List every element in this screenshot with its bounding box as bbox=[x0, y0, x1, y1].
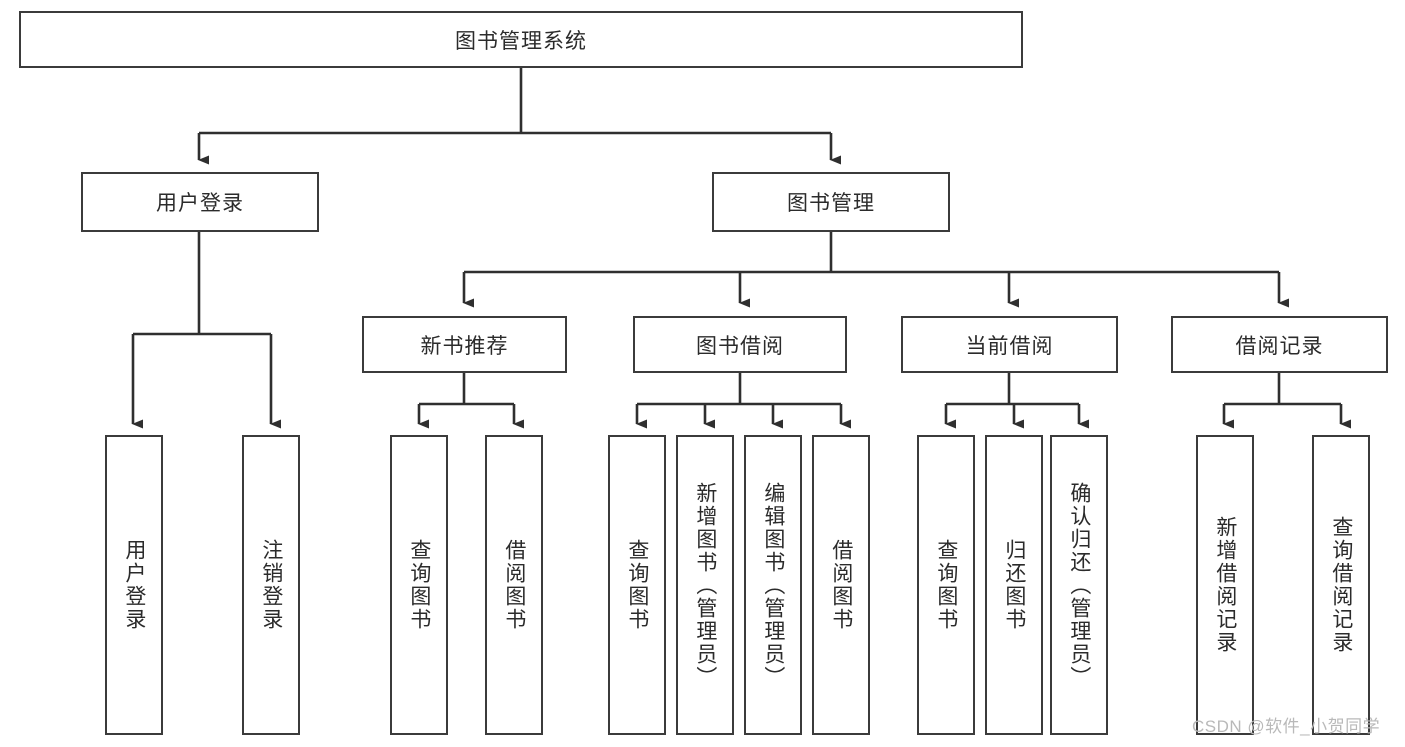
leaf-current-borrow-return-book[interactable]: 归还图书 bbox=[985, 435, 1043, 735]
node-root-book-management-system[interactable]: 图书管理系统 bbox=[19, 11, 1023, 68]
node-book-borrow[interactable]: 图书借阅 bbox=[633, 316, 847, 373]
node-label: 新书推荐 bbox=[420, 334, 509, 358]
node-book-management[interactable]: 图书管理 bbox=[712, 172, 950, 232]
node-label: 用户登录 bbox=[122, 539, 146, 631]
node-borrow-record[interactable]: 借阅记录 bbox=[1171, 316, 1388, 373]
node-label: 查询图书 bbox=[934, 539, 958, 631]
node-label: 归还图书 bbox=[1002, 539, 1026, 631]
csdn-watermark: CSDN @软件_小贺同学 bbox=[1192, 717, 1381, 736]
node-label: 查询图书 bbox=[625, 539, 649, 631]
leaf-book-borrow-query-book[interactable]: 查询图书 bbox=[608, 435, 666, 735]
leaf-borrow-record-add-record[interactable]: 新增借阅记录 bbox=[1196, 435, 1254, 735]
node-label: 用户登录 bbox=[156, 192, 244, 215]
node-current-borrow[interactable]: 当前借阅 bbox=[901, 316, 1118, 373]
node-label: 借阅图书 bbox=[502, 539, 526, 631]
node-label: 新增图书（管理员） bbox=[693, 481, 717, 689]
leaf-current-borrow-query-book[interactable]: 查询图书 bbox=[917, 435, 975, 735]
node-label: 确认归还（管理员） bbox=[1067, 481, 1091, 689]
leaf-book-borrow-borrow-book[interactable]: 借阅图书 bbox=[812, 435, 870, 735]
leaf-book-borrow-edit-book-admin[interactable]: 编辑图书（管理员） bbox=[744, 435, 802, 735]
leaf-user-login-logout[interactable]: 注销登录 bbox=[242, 435, 300, 735]
node-label: 当前借阅 bbox=[965, 334, 1054, 358]
node-new-book-recommend[interactable]: 新书推荐 bbox=[362, 316, 567, 373]
node-label: 新增借阅记录 bbox=[1213, 516, 1237, 654]
leaf-new-book-borrow-book[interactable]: 借阅图书 bbox=[485, 435, 543, 735]
node-label: 借阅图书 bbox=[829, 539, 853, 631]
leaf-new-book-query-book[interactable]: 查询图书 bbox=[390, 435, 448, 735]
leaf-book-borrow-add-book-admin[interactable]: 新增图书（管理员） bbox=[676, 435, 734, 735]
node-label: 查询借阅记录 bbox=[1329, 516, 1353, 654]
node-label: 查询图书 bbox=[407, 539, 431, 631]
node-user-login[interactable]: 用户登录 bbox=[81, 172, 319, 232]
leaf-borrow-record-query-record[interactable]: 查询借阅记录 bbox=[1312, 435, 1370, 735]
leaf-current-borrow-confirm-return-admin[interactable]: 确认归还（管理员） bbox=[1050, 435, 1108, 735]
node-label: 图书借阅 bbox=[696, 334, 784, 358]
node-label: 注销登录 bbox=[259, 539, 283, 631]
node-label: 编辑图书（管理员） bbox=[761, 481, 785, 689]
leaf-user-login-login[interactable]: 用户登录 bbox=[105, 435, 163, 735]
node-label: 借阅记录 bbox=[1235, 334, 1324, 358]
node-label: 图书管理系统 bbox=[455, 29, 587, 53]
node-label: 图书管理 bbox=[787, 192, 875, 215]
